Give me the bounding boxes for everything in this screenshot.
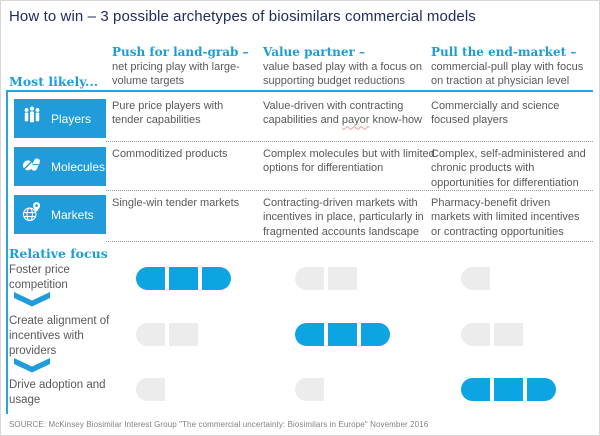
focus-rating-pill — [136, 378, 165, 401]
column-title: Push for land-grab – — [112, 45, 249, 59]
column-title: Pull the end-market – — [431, 45, 577, 59]
focus-item-label: Create alignment of incentives with prov… — [9, 315, 110, 357]
category-box-players: Players — [14, 99, 106, 138]
category-label: Markets — [51, 207, 94, 222]
focus-item-label: Drive adoption and usage — [9, 379, 106, 406]
players-icon — [21, 105, 43, 132]
page-title: How to win – 3 possible archetypes of bi… — [9, 8, 476, 25]
cell-players-pullmarket: Commercially and science focused players — [431, 100, 560, 127]
chevron-down-icon — [13, 291, 51, 307]
focus-rating-pill — [295, 323, 390, 346]
column-subtitle: net pricing play with large-volume targe… — [112, 61, 240, 87]
cell-markets-valuepartner: Contracting-driven markets with incentiv… — [263, 197, 424, 238]
column-title: Value partner – — [263, 45, 365, 59]
row-divider — [106, 141, 593, 142]
chevron-down-icon — [13, 357, 51, 373]
cell-players-valuepartner: Value-driven with contracting capabiliti… — [263, 100, 422, 127]
left-accent-line — [6, 90, 8, 414]
category-label: Molecules — [51, 159, 106, 174]
header-divider-line — [6, 90, 593, 92]
cell-players-landgrab: Pure price players with tender capabilit… — [112, 100, 224, 127]
column-header-value-partner: Value partner – value based play with a … — [263, 45, 429, 89]
row-divider — [106, 241, 593, 242]
relative-focus-heading: Relative focus — [9, 246, 108, 261]
source-note: SOURCE: McKinsey Biosimilar Interest Gro… — [9, 420, 429, 429]
cell-markets-landgrab: Single-win tender markets — [112, 197, 240, 209]
focus-rating-pill — [461, 323, 523, 346]
most-likely-label: Most likely... — [9, 74, 99, 89]
focus-rating-pill — [136, 323, 198, 346]
cell-molecules-pullmarket: Complex, self-administered and chronic p… — [431, 148, 586, 189]
column-header-land-grab: Push for land-grab – net pricing play wi… — [112, 45, 252, 89]
column-header-pull-end-market: Pull the end-market – commercial-pull pl… — [431, 45, 589, 89]
focus-rating-pill — [461, 378, 556, 401]
cell-molecules-valuepartner: Complex molecules but with limited optio… — [263, 148, 435, 175]
molecules-icon — [21, 153, 43, 180]
markets-icon — [21, 201, 43, 228]
focus-rating-pill — [295, 267, 357, 290]
cell-molecules-landgrab: Commoditized products — [112, 148, 228, 160]
focus-rating-pill — [136, 267, 231, 290]
focus-item-label: Foster price competition — [9, 264, 70, 291]
column-subtitle: value based play with a focus on support… — [263, 61, 422, 87]
column-subtitle: commercial-pull play with focus on tract… — [431, 61, 584, 87]
focus-rating-pill — [295, 378, 324, 401]
category-box-markets: Markets — [14, 195, 106, 234]
cell-markets-pullmarket: Pharmacy-benefit driven markets with lim… — [431, 197, 580, 238]
category-box-molecules: Molecules — [14, 147, 106, 186]
category-label: Players — [51, 111, 92, 126]
row-divider — [106, 190, 593, 191]
focus-rating-pill — [461, 267, 490, 290]
